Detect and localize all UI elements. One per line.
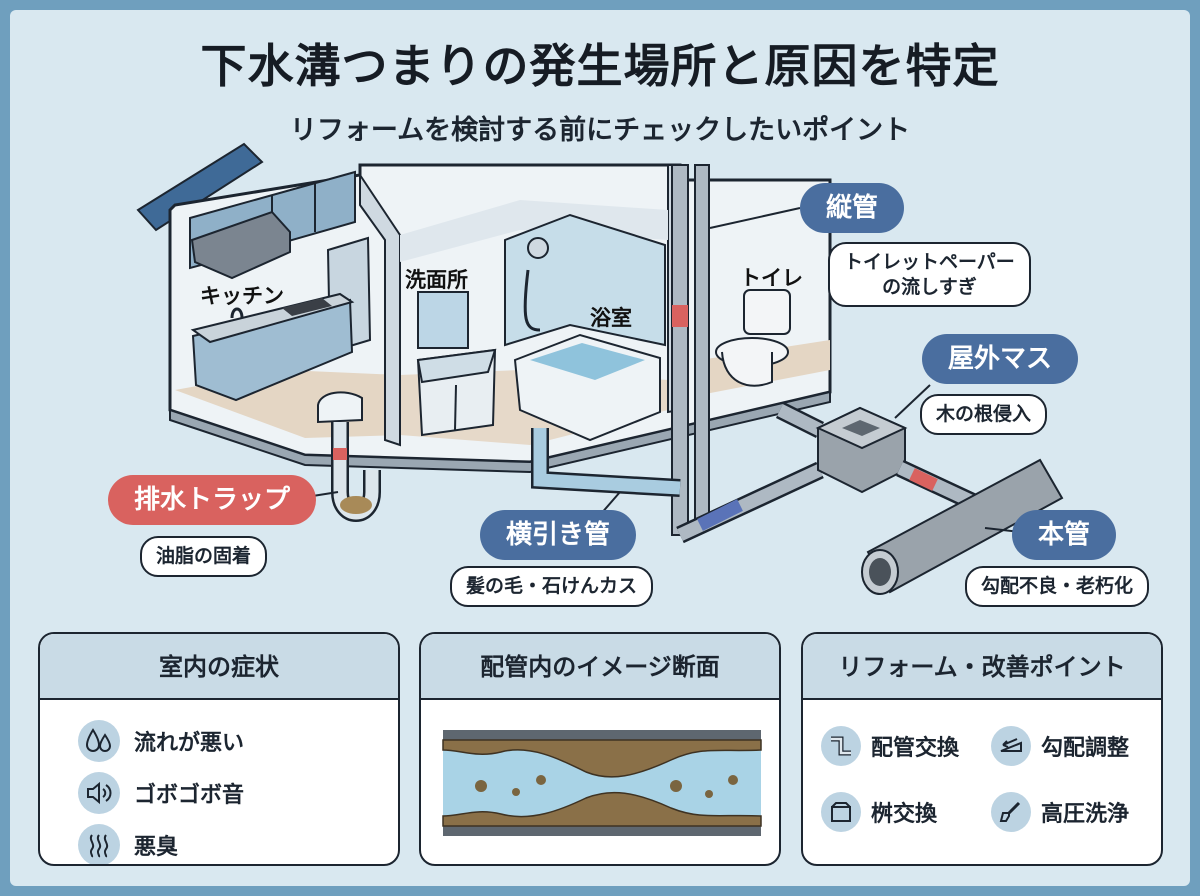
cause-vertical-pipe-line1: トイレットペーパー [844, 251, 1015, 273]
panel-cross-section-title: 配管内のイメージ断面 [421, 634, 779, 700]
symptom-item: ゴボゴボ音 [78, 772, 244, 814]
improvement-item: 配管交換 [821, 726, 959, 766]
cause-vertical-pipe: トイレットペーパー の流しすぎ [828, 242, 1031, 308]
room-label-kitchen: キッチン [200, 284, 284, 308]
symptom-label: 流れが悪い [134, 731, 245, 756]
box-icon [821, 792, 861, 832]
horizontal-drain-pipe [531, 401, 825, 544]
panel-symptoms: 室内の症状 流れが悪い ゴボゴボ音 悪臭 [38, 632, 400, 866]
improvement-label: 配管交換 [871, 736, 960, 761]
room-label-washroom: 洗面所 [405, 268, 468, 292]
symptom-label: 悪臭 [134, 835, 179, 860]
speaker-sound-icon [78, 772, 120, 814]
panel-cross-section: 配管内のイメージ断面 [419, 632, 781, 866]
bathtub [504, 213, 666, 442]
panel-improvements: リフォーム・改善ポイント 配管交換 勾配調整 桝交換 高圧洗浄 [801, 632, 1163, 866]
main-sewer-pipe [861, 458, 1064, 595]
washroom-vanity [416, 291, 497, 437]
outdoor-catch-basin [815, 406, 908, 494]
improvement-label: 勾配調整 [1041, 736, 1130, 761]
improvement-label: 桝交換 [871, 802, 938, 827]
symptom-item: 悪臭 [78, 824, 179, 864]
callout-horizontal-pipe: 横引き管 [480, 510, 637, 560]
cause-horizontal-pipe: 髪の毛・石けんカス [450, 566, 654, 607]
panel-improvements-title: リフォーム・改善ポイント [803, 634, 1161, 700]
pressure-washer-icon [991, 792, 1031, 832]
toilet-icon [715, 289, 791, 387]
symptom-label: ゴボゴボ音 [134, 783, 245, 808]
callout-leader-lines [299, 207, 1021, 533]
pipe-cross-section-illustration [442, 730, 762, 836]
improvement-item: 高圧洗浄 [991, 792, 1129, 832]
pipe-icon [821, 726, 861, 766]
improvement-item: 桝交換 [821, 792, 937, 832]
symptom-item: 流れが悪い [78, 720, 244, 762]
callout-vertical-pipe: 縦管 [800, 183, 905, 233]
water-drops-icon [78, 720, 120, 762]
callout-drain-trap: 排水トラップ [108, 475, 317, 525]
cause-vertical-pipe-line2: の流しすぎ [882, 275, 977, 298]
slope-arrow-icon [991, 726, 1031, 766]
roof-icon [136, 142, 264, 232]
room-label-bathroom: 浴室 [590, 306, 632, 330]
cause-outdoor-basin: 木の根侵入 [920, 394, 1048, 435]
page-subtitle: リフォームを検討する前にチェックしたいポイント [289, 115, 911, 146]
drain-trap-pipe [317, 391, 381, 522]
odor-waves-icon [78, 824, 120, 864]
callout-main-pipe: 本管 [1012, 510, 1117, 560]
callout-outdoor-basin: 屋外マス [922, 334, 1079, 384]
page-title: 下水溝つまりの発生場所と原因を特定 [200, 39, 1000, 93]
cause-main-pipe: 勾配不良・老朽化 [965, 566, 1150, 607]
improvement-label: 高圧洗浄 [1041, 802, 1130, 827]
cause-drain-trap: 油脂の固着 [140, 536, 268, 577]
room-label-toilet: トイレ [740, 266, 803, 290]
improvement-item: 勾配調整 [991, 726, 1129, 766]
kitchen-cabinets [189, 170, 372, 402]
panel-symptoms-title: 室内の症状 [40, 634, 398, 700]
